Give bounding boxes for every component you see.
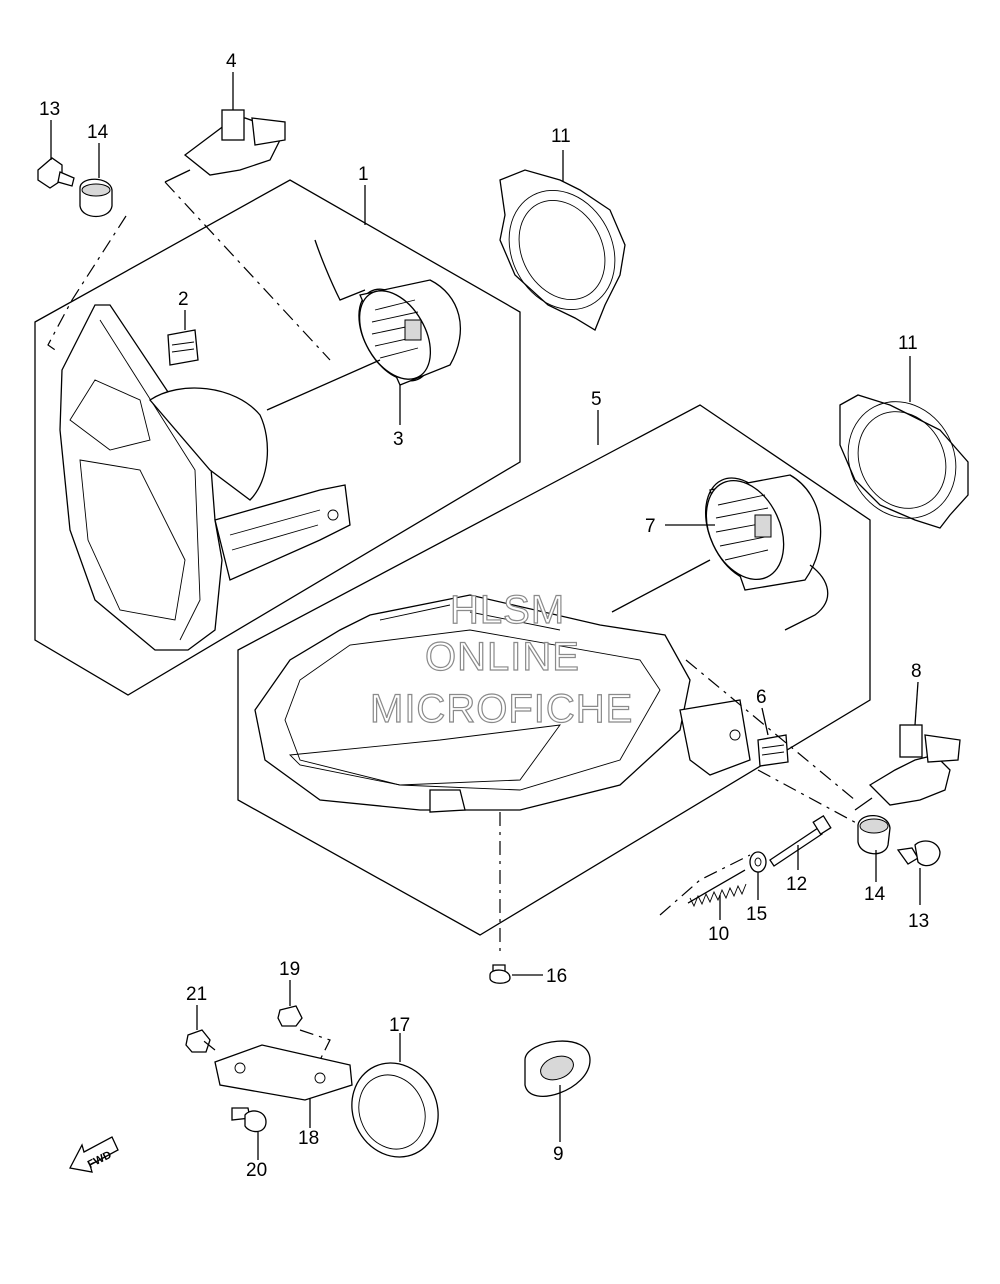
screw-lower-right (896, 840, 941, 867)
callout-21: 21 (186, 984, 207, 1005)
callout-1: 1 (358, 164, 369, 185)
assembly-guide-lines (47, 181, 861, 1061)
callout-11-right: 11 (898, 333, 918, 354)
retaining-ring-right (839, 394, 969, 529)
screw-upper-left (37, 157, 75, 189)
callout-6: 6 (756, 687, 767, 708)
washer (749, 851, 767, 873)
callout-20: 20 (246, 1160, 267, 1181)
lower-headlamp-assembly (237, 404, 871, 936)
retaining-ring-upper (499, 169, 626, 331)
callout-11-upper: 11 (551, 126, 571, 147)
watermark-line-3: MICROFICHE (370, 687, 633, 731)
screw-16 (489, 964, 511, 984)
callout-12: 12 (786, 874, 807, 895)
watermark-line-2: ONLINE (425, 635, 580, 679)
callout-16: 16 (546, 966, 567, 987)
callout-9: 9 (553, 1144, 564, 1165)
clip-upper (167, 329, 199, 366)
reflector (351, 1062, 439, 1158)
callout-15: 15 (746, 904, 767, 925)
grommet-9 (524, 1040, 591, 1097)
nut-19 (277, 1005, 303, 1027)
upper-headlamp-assembly (34, 179, 521, 696)
callout-2: 2 (178, 289, 189, 310)
callout-7: 7 (645, 516, 656, 537)
watermark-line-1: HLSM (450, 588, 565, 632)
bulb-socket-upper (314, 239, 462, 386)
halogen-bulb-upper (164, 109, 286, 183)
grommet-upper-left (79, 178, 113, 218)
grommet-lower-right (857, 814, 891, 855)
callout-5: 5 (591, 389, 602, 410)
halogen-bulb-lower (854, 724, 961, 811)
reflector-bracket (214, 1044, 353, 1101)
callout-8: 8 (911, 661, 922, 682)
screw-20 (231, 1107, 267, 1133)
fwd-arrow-icon: FWD (69, 1136, 119, 1173)
nut-21 (185, 1029, 211, 1053)
callout-10: 10 (708, 924, 729, 945)
callout-13-upper: 13 (39, 99, 60, 120)
adjusting-spring (687, 869, 747, 908)
callout-labels: 1 2 3 4 5 6 7 8 9 10 11 11 12 13 13 14 1… (39, 51, 929, 1181)
adjusting-screw (769, 814, 832, 867)
leader-lines (50, 72, 921, 1160)
clip-lower (757, 734, 789, 767)
callout-14-lower: 14 (864, 884, 886, 905)
callout-18: 18 (298, 1128, 319, 1149)
callout-13-lower: 13 (908, 911, 929, 932)
callout-14-upper: 14 (87, 122, 109, 143)
callout-4: 4 (226, 51, 237, 72)
bulb-socket-lower (705, 474, 829, 631)
watermark: HLSM ONLINE MICROFICHE (369, 587, 633, 731)
callout-3: 3 (393, 429, 404, 450)
callout-19: 19 (279, 959, 300, 980)
callout-17: 17 (389, 1015, 410, 1036)
